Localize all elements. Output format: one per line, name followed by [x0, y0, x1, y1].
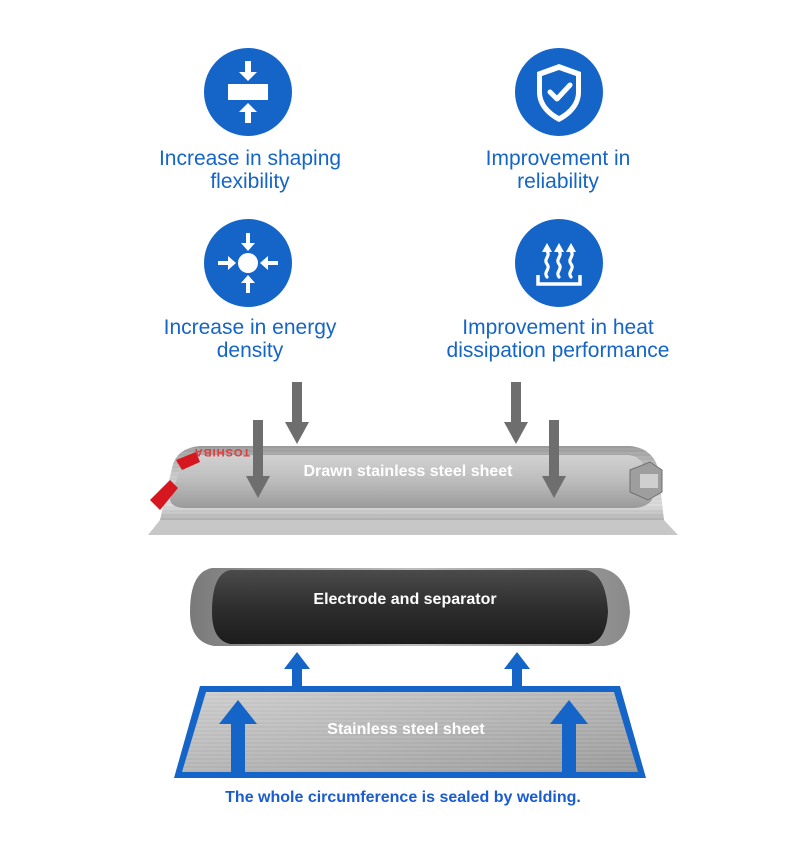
welding-caption: The whole circumference is sealed by wel…: [225, 789, 581, 806]
steel-sheet-label: Stainless steel sheet: [327, 721, 485, 738]
drawn-steel-sheet: [148, 446, 678, 535]
gray-arrow: [504, 382, 528, 444]
gray-arrow: [285, 382, 309, 444]
converge-arrows-icon: [204, 219, 292, 307]
drawn-steel-sheet-label: Drawn stainless steel sheet: [303, 463, 513, 480]
feature-label-shaping: Increase in shaping flexibility: [158, 147, 342, 193]
heat-rising-icon: [515, 219, 603, 307]
flat-steel-sheet: [174, 686, 646, 778]
gray-arrow: [542, 420, 566, 498]
feature-label-energy: Increase in energy density: [163, 316, 337, 362]
shaping-flexibility-icon: [204, 48, 292, 136]
feature-label-reliability: Improvement in reliability: [485, 147, 631, 193]
electrode-separator-block: [190, 568, 630, 646]
feature-label-heat: Improvement in heat dissipation performa…: [446, 316, 670, 362]
electrode-separator-label: Electrode and separator: [313, 591, 497, 608]
blue-arrow: [504, 652, 530, 689]
brand-logo: TOSHIBA: [194, 446, 250, 458]
blue-arrow: [219, 700, 257, 772]
blue-arrow: [550, 700, 588, 772]
shield-check-icon: [515, 48, 603, 136]
gray-arrow: [246, 420, 270, 498]
blue-arrow: [284, 652, 310, 689]
